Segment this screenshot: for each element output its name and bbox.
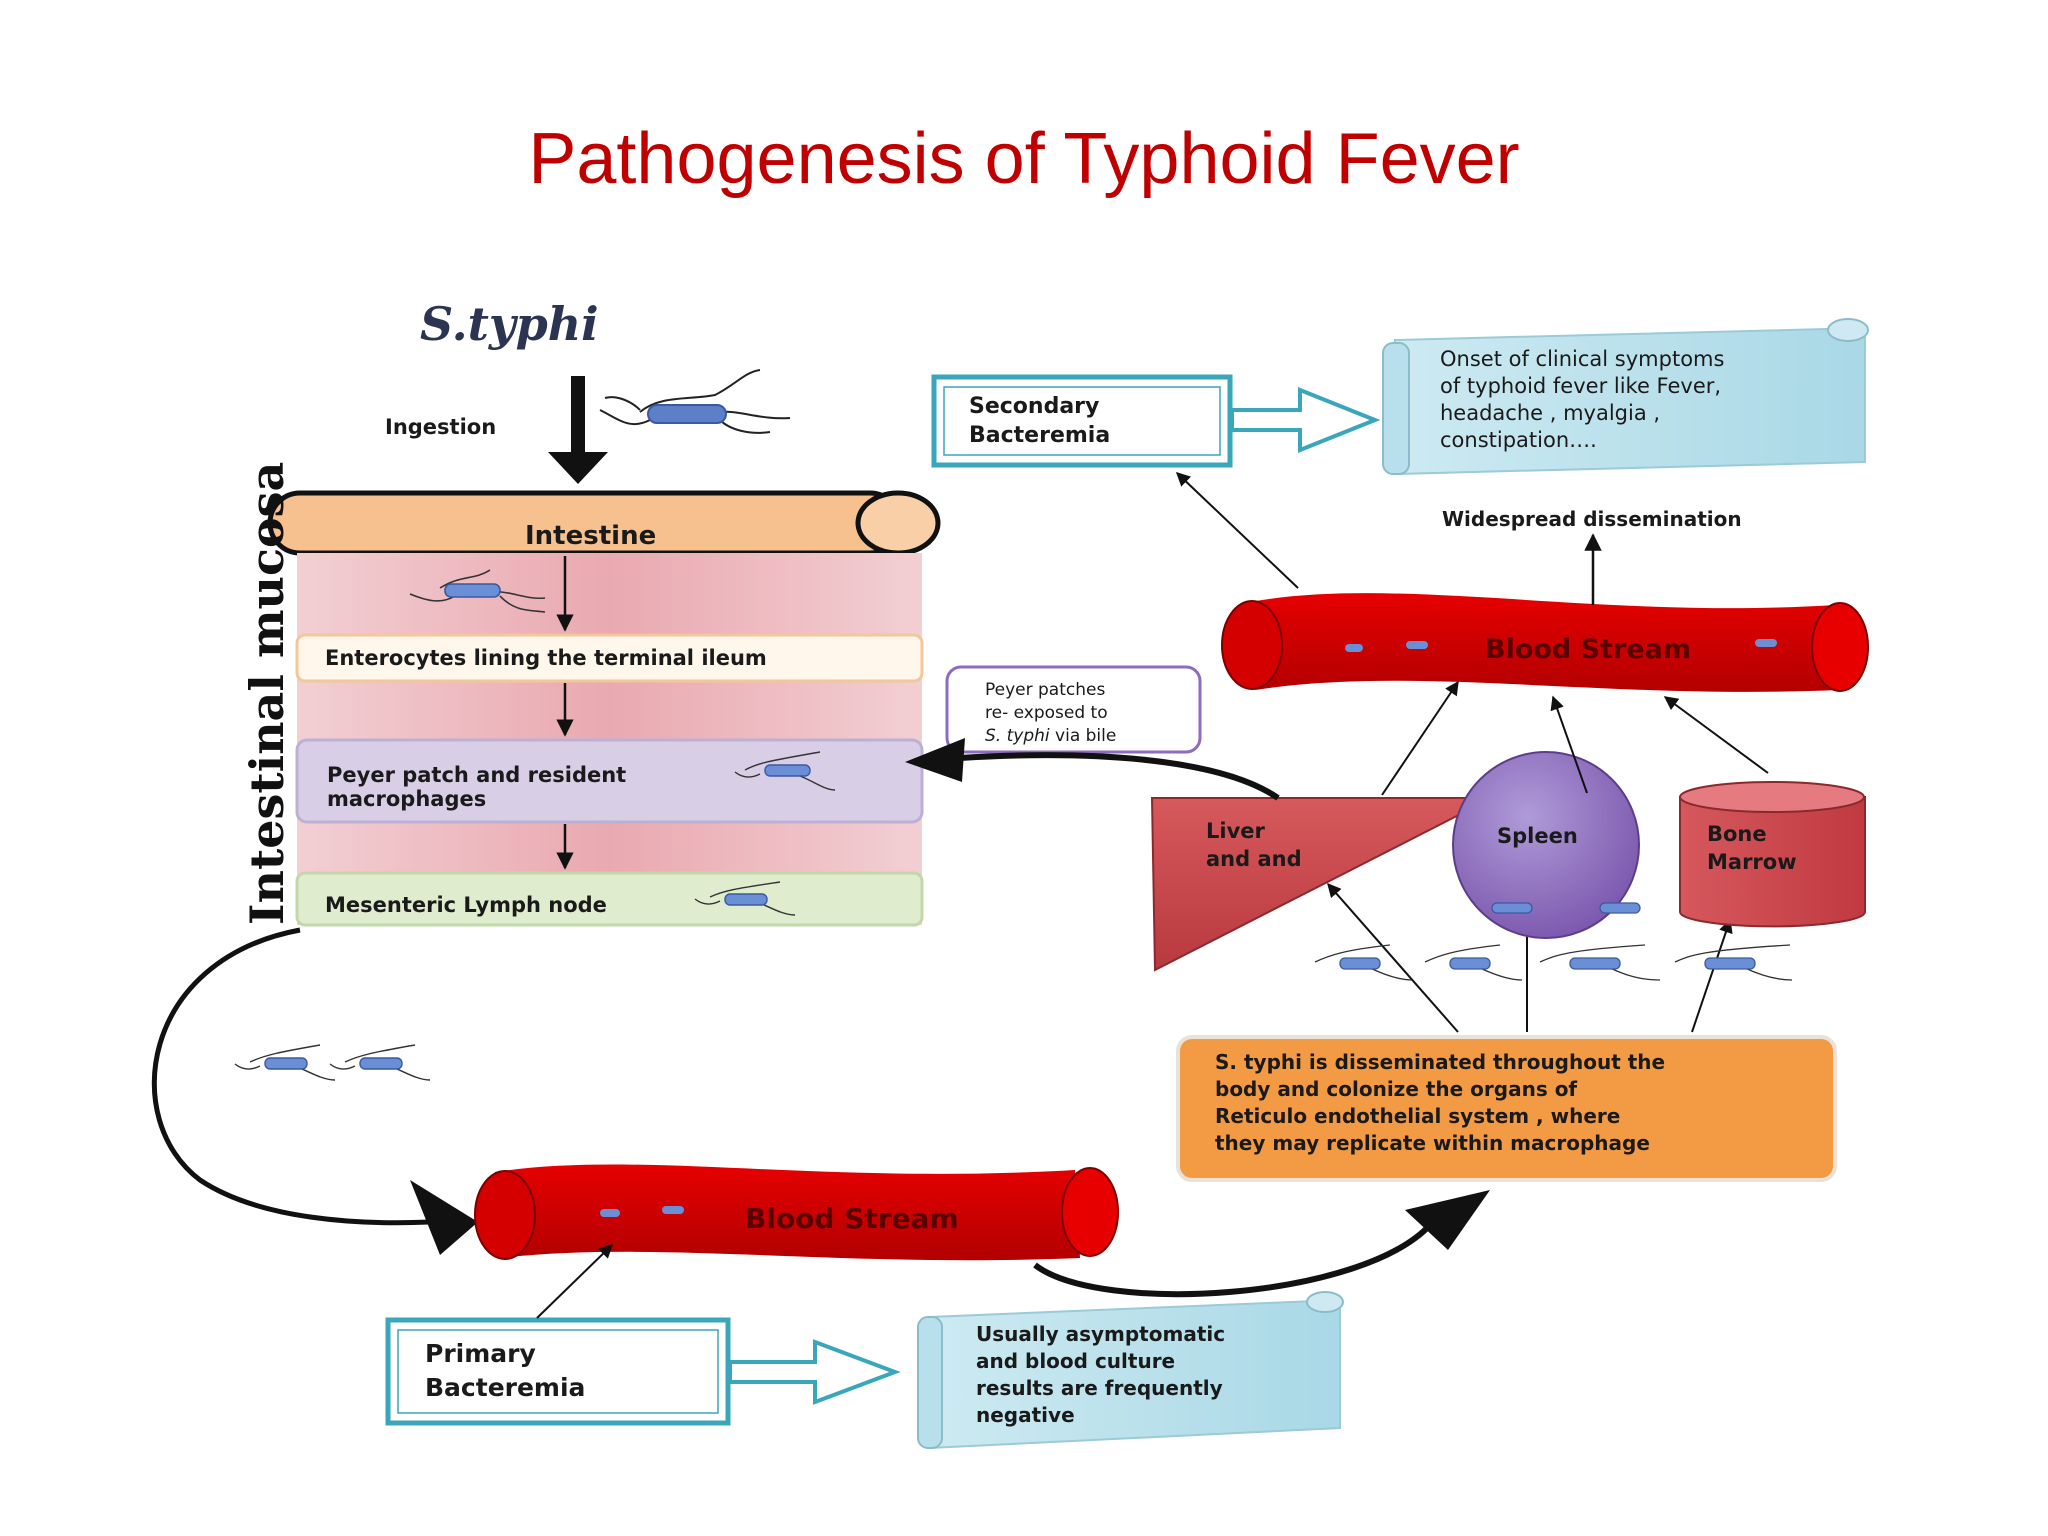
spleen-shape [1452, 751, 1640, 939]
blood-stream-top-label: Blood Stream [1485, 634, 1691, 665]
bacterium-icon [234, 1044, 431, 1081]
peyer-reexposed-organism: S. typhi [985, 726, 1050, 746]
bone-marrow-label-2: Marrow [1707, 850, 1797, 874]
intestinal-mucosa-label: Intestinal mucosa [240, 462, 294, 925]
bacterium-icon [599, 369, 791, 434]
primary-note-line-1: Usually asymptomatic [976, 1322, 1225, 1346]
secondary-note-line-1: Onset of clinical symptoms [1440, 347, 1724, 371]
lymph-to-blood-arrow [151, 927, 431, 1226]
lymph-node-box [295, 871, 924, 927]
peyer-reexposed-rest: via bile [1050, 726, 1117, 746]
slide-title: Pathogenesis of Typhoid Fever [528, 119, 1520, 199]
dissemination-line-3: Reticulo endothelial system , where [1215, 1104, 1620, 1128]
liver-shape [1150, 797, 1493, 972]
liver-label-1: Liver [1206, 819, 1266, 843]
dissemination-box [1176, 1035, 1837, 1182]
primary-note-line-2: and blood culture [976, 1349, 1175, 1373]
arrow-head [1405, 1190, 1490, 1250]
bone-marrow-shape [1679, 781, 1866, 928]
dissemination-line-4: they may replicate within macrophage [1215, 1131, 1650, 1155]
arrow-head [410, 1180, 478, 1255]
primary-hollow-arrow [728, 1339, 901, 1405]
peyer-patch-label-1: Peyer patch and resident [327, 763, 626, 787]
ingestion-arrow [548, 376, 608, 484]
intestine-tube [267, 490, 941, 556]
secondary-note-line-3: headache , myalgia , [1440, 401, 1660, 425]
secondary-bacteremia-label-1: Secondary [969, 394, 1099, 419]
widespread-dissemination-label: Widespread dissemination [1442, 507, 1742, 531]
secondary-hollow-arrow [1230, 387, 1381, 453]
primary-bacteremia-box [385, 1317, 731, 1426]
lymph-node-label: Mesenteric Lymph node [325, 893, 607, 917]
bacterium-icon [1314, 902, 1793, 981]
bone-marrow-label-1: Bone [1707, 822, 1767, 846]
bacterium-icon [409, 569, 546, 613]
primary-note-scroll [917, 1291, 1344, 1450]
enterocytes-box [295, 633, 924, 683]
liver-to-peyer-arrow [959, 752, 1280, 801]
dissemination-line-2: body and colonize the organs of [1215, 1077, 1577, 1101]
primary-note-line-3: results are frequently [976, 1376, 1223, 1400]
secondary-note-scroll [1382, 318, 1869, 476]
peyer-reexposed-line-3: S. typhi via bile [985, 726, 1116, 746]
secondary-bacteremia-box [931, 374, 1233, 468]
ingestion-label: Ingestion [385, 415, 496, 439]
dissemination-line-1: S. typhi is disseminated throughout the [1215, 1050, 1665, 1074]
secondary-note-line-2: of typhoid fever like Fever, [1440, 374, 1721, 398]
primary-note-line-4: negative [976, 1403, 1075, 1427]
peyer-reexposed-box [945, 665, 1202, 754]
peyer-patch-box [295, 738, 924, 824]
secondary-note-line-4: constipation…. [1440, 428, 1597, 452]
blood-stream-bottom-label: Blood Stream [745, 1202, 959, 1235]
peyer-reexposed-line-2: re- exposed to [985, 703, 1108, 723]
arrow-head [905, 738, 965, 782]
bacterium-icon [734, 751, 836, 791]
primary-bacteremia-label-1: Primary [425, 1339, 536, 1368]
blood-stream-bottom [474, 1164, 1119, 1261]
secondary-bacteremia-label-2: Bacteremia [969, 423, 1110, 448]
peyer-reexposed-line-1: Peyer patches [985, 680, 1105, 700]
organism-label: S.typhi [420, 297, 599, 351]
primary-bacteremia-label-2: Bacteremia [425, 1373, 585, 1402]
enterocytes-label: Enterocytes lining the terminal ileum [325, 646, 767, 670]
blood-to-dissemination-arrow [1033, 1222, 1433, 1298]
bacterium-icon [694, 881, 796, 916]
blood-stream-top [1221, 593, 1869, 692]
liver-label-2: and and [1206, 847, 1302, 871]
intestine-label: Intestine [525, 521, 656, 551]
peyer-patch-label-2: macrophages [327, 787, 486, 811]
spleen-label: Spleen [1497, 824, 1578, 848]
